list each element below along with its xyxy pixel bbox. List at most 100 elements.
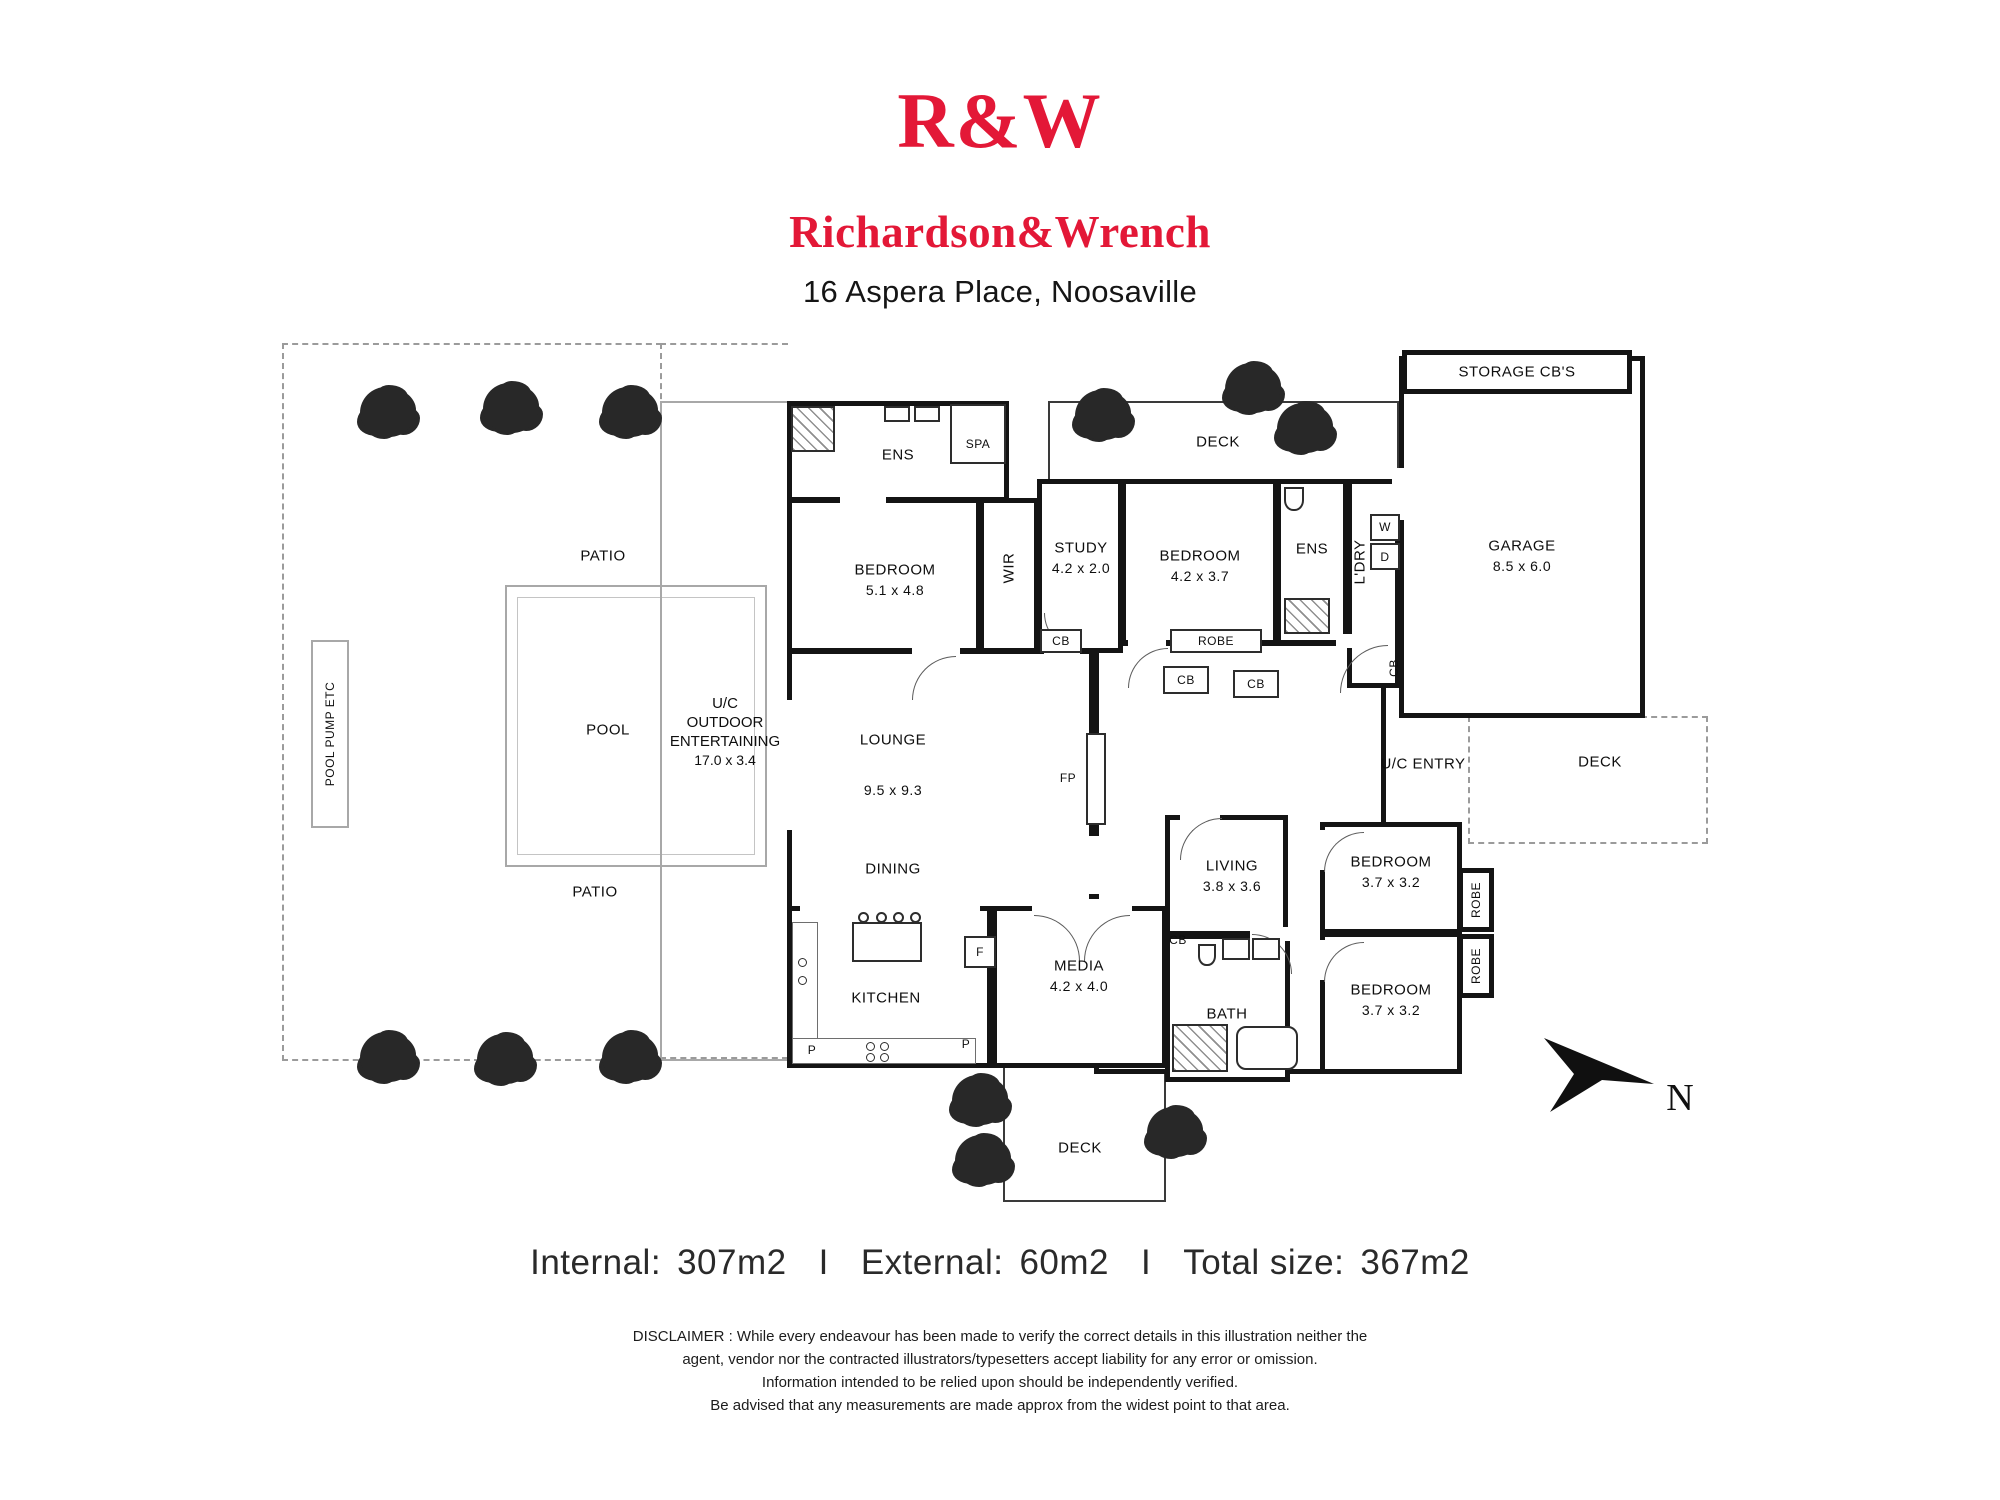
tree-icon	[1147, 1107, 1203, 1157]
study-dims: 4.2 x 2.0	[1051, 560, 1111, 576]
cupboard-box	[1233, 670, 1279, 698]
storage-walls	[1402, 350, 1632, 394]
pool-label: POOL	[586, 721, 630, 739]
media-walls	[992, 906, 1167, 1068]
bedroom1-dims: 5.1 x 4.8	[865, 582, 925, 598]
cooktop-burner-icon	[880, 1053, 889, 1062]
fridge-box	[964, 936, 996, 968]
outdoor-line: ENTERTAINING	[669, 733, 781, 750]
cupboard-label: CB	[1177, 673, 1195, 687]
ensuite2-label: ENS	[1295, 540, 1329, 558]
bedroom1-label: BEDROOM	[854, 561, 936, 579]
outdoor-line: OUTDOOR	[686, 714, 764, 731]
opening-bedroom3	[1313, 830, 1327, 870]
opening-media	[1032, 899, 1132, 915]
pool-pump-box	[311, 640, 349, 828]
robe-bed4-label: ROBE	[1469, 947, 1483, 985]
patio-connector-bottom	[660, 1057, 788, 1059]
bedroom4-dims: 3.7 x 3.2	[1361, 1002, 1421, 1018]
garage-dims: 8.5 x 6.0	[1492, 558, 1552, 574]
disclaimer-line: Be advised that any measurements are mad…	[710, 1397, 1290, 1414]
summary-separator: I	[1141, 1243, 1152, 1282]
tree-icon	[602, 1032, 658, 1082]
opening-bedroom2	[1128, 636, 1166, 650]
property-address: 16 Aspera Place, Noosaville	[802, 274, 1198, 309]
stool-icon	[876, 912, 887, 923]
north-arrow-icon	[1544, 1038, 1654, 1112]
shower	[1284, 598, 1330, 634]
garage-label: GARAGE	[1488, 537, 1556, 555]
tree-icon	[1075, 390, 1131, 440]
bedroom2-walls	[1121, 479, 1278, 645]
media-dims: 4.2 x 4.0	[1049, 978, 1109, 994]
bedroom2-label: BEDROOM	[1159, 547, 1241, 565]
cupboard-box	[1163, 666, 1209, 694]
opening-bedroom4	[1313, 940, 1327, 980]
stool-icon	[893, 912, 904, 923]
patio-bottom-label: PATIO	[572, 883, 618, 901]
laundry-label: L'DRY	[1351, 539, 1369, 585]
entry-label: U/C ENTRY	[1380, 755, 1466, 773]
robe-bed3-label: ROBE	[1469, 881, 1483, 919]
north-label: N	[1666, 1077, 1694, 1119]
living-label: LIVING	[1205, 857, 1259, 875]
lounge-label: LOUNGE	[859, 731, 927, 749]
lounge-dims: 9.5 x 9.3	[863, 782, 923, 798]
disclaimer-line: Information intended to be relied upon s…	[761, 1374, 1239, 1391]
washer-box	[1370, 514, 1400, 541]
toilet	[1284, 487, 1304, 511]
dining-label: DINING	[865, 860, 921, 878]
stool-icon	[910, 912, 921, 923]
tree-icon	[360, 387, 416, 437]
study-label: STUDY	[1054, 539, 1108, 557]
total-value: 367m2	[1360, 1243, 1470, 1282]
cupboard-label: CB	[1169, 933, 1187, 947]
cupboard-box	[1040, 629, 1082, 653]
toilet	[1198, 944, 1216, 966]
bedroom4-label: BEDROOM	[1350, 981, 1432, 999]
agency-logo: R&W	[897, 77, 1103, 164]
fridge-label: F	[976, 945, 984, 959]
opening-entry	[1336, 634, 1390, 648]
bedroom2-dims: 4.2 x 3.7	[1170, 568, 1230, 584]
ensuite1-label: ENS	[881, 446, 915, 464]
kitchen-label: KITCHEN	[851, 989, 921, 1007]
summary-separator: I	[818, 1243, 829, 1282]
disclaimer-line: agent, vendor nor the contracted illustr…	[682, 1351, 1318, 1368]
media-label: MEDIA	[1053, 957, 1105, 975]
dryer-box	[1370, 543, 1400, 570]
kitchen-sink-icon	[798, 958, 807, 967]
cupboard-label: CB	[1387, 659, 1401, 677]
fireplace-box	[1086, 733, 1106, 825]
spa-tub	[950, 404, 1006, 464]
tree-icon	[1225, 363, 1281, 413]
shower	[791, 406, 835, 452]
deck-top-area	[1048, 401, 1399, 481]
opening-dining	[800, 899, 980, 915]
pool-inner-line	[517, 597, 755, 855]
pool-outline	[505, 585, 767, 867]
internal-value: 307m2	[677, 1243, 787, 1282]
fireplace-label: FP	[1059, 771, 1077, 785]
robe-hall-box	[1170, 629, 1262, 653]
vanity-sink	[914, 406, 940, 422]
deck-bottom-label: DECK	[1058, 1139, 1102, 1157]
tree-icon	[955, 1135, 1011, 1185]
tree-icon	[952, 1075, 1008, 1125]
opening-hall	[1087, 836, 1101, 894]
deck-right-area	[1468, 716, 1708, 844]
vanity-sink	[1222, 938, 1250, 960]
total-label: Total size:	[1183, 1243, 1345, 1282]
shower	[1172, 1024, 1228, 1072]
kitchen-sink-icon	[798, 976, 807, 985]
stool-icon	[858, 912, 869, 923]
opening-sliders	[780, 700, 794, 830]
patio-top-label: PATIO	[580, 547, 626, 565]
cupboard-label: CB	[1247, 677, 1265, 691]
kitchen-island	[852, 922, 922, 962]
bath-label: BATH	[1206, 1005, 1248, 1023]
outdoor-line: U/C	[712, 695, 738, 712]
pantry-label: P	[961, 1037, 971, 1051]
deck-top-label: DECK	[1196, 433, 1240, 451]
